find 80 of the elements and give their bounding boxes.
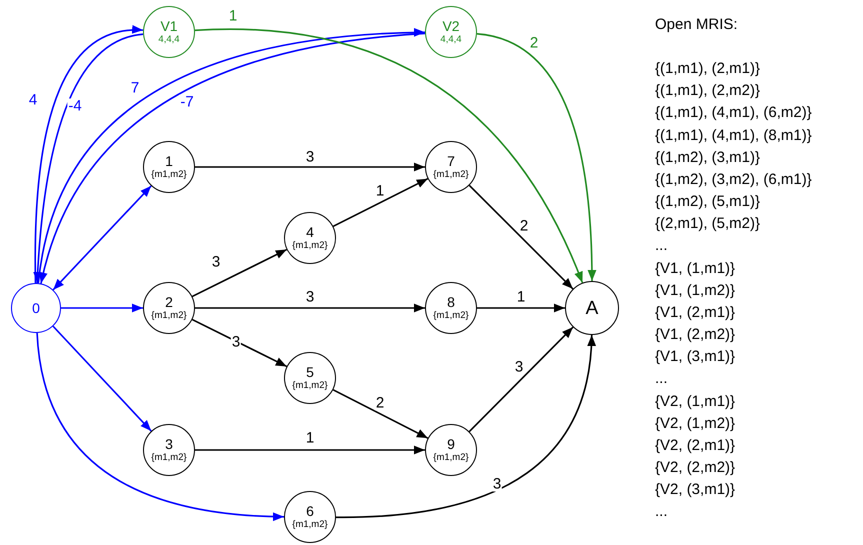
node-label: 5 — [306, 365, 314, 380]
node-sublabel: 4,4,4 — [440, 34, 462, 45]
arrow — [195, 162, 425, 172]
edge-label: 4 — [28, 92, 38, 108]
node-sublabel: {m1,m2} — [151, 169, 187, 180]
edge-label: 3 — [304, 150, 316, 164]
arrow — [36, 332, 284, 521]
edge-label: 1 — [228, 8, 238, 24]
list-item: ... — [655, 502, 669, 522]
edge-label: 3 — [492, 476, 502, 492]
node-sublabel: {m1,m2} — [433, 310, 469, 321]
node-label: V2 — [442, 19, 460, 34]
arrow — [476, 33, 596, 282]
panel-heading: Open MRIS: — [655, 15, 739, 35]
list-item: {(1,m1), (2,m2)} — [655, 81, 762, 102]
list-item: ... — [655, 369, 669, 390]
node-label: 1 — [165, 154, 173, 169]
node-label: A — [586, 298, 598, 318]
list-item: {V1, (1,m1)} — [655, 258, 736, 279]
node-sublabel: {m1,m2} — [151, 452, 187, 463]
arrow — [468, 184, 574, 290]
arrow — [477, 304, 565, 312]
edge-label: 2 — [374, 396, 386, 410]
list-item: {(1,m2), (5,m1)} — [655, 192, 762, 212]
arrow — [336, 334, 596, 518]
edge-label: 1 — [374, 184, 386, 198]
list-item: {V1, (3,m1)} — [655, 347, 736, 368]
edge-label: 2 — [518, 218, 530, 234]
list-item: ... — [655, 236, 669, 256]
edge-label: 3 — [304, 290, 316, 304]
arrow — [52, 185, 152, 290]
list-item: {V2, (1,m1)} — [655, 392, 736, 412]
list-item: {V1, (2,m1)} — [655, 302, 736, 323]
list-item: {(1,m1), (4,m1), (6,m2)} — [655, 103, 812, 124]
node-sublabel: {m1,m2} — [151, 310, 187, 321]
list-item: {V1, (1,m2)} — [655, 280, 736, 301]
list-item: {V2, (3,m1)} — [655, 480, 736, 500]
edge-label: 7 — [130, 80, 140, 96]
edge-label: 1 — [516, 290, 526, 304]
edge-label: 3 — [230, 334, 242, 350]
node-label: 9 — [447, 437, 455, 452]
list-item: {(2,m1), (5,m2)} — [655, 214, 762, 234]
arrow — [192, 248, 288, 298]
arrow — [192, 318, 288, 368]
edge-label: 2 — [528, 36, 540, 50]
arrow — [61, 304, 143, 312]
list-item: {(1,m2), (3,m1)} — [655, 148, 762, 168]
list-item: {(1,m1), (4,m1), (8,m1)} — [655, 126, 812, 146]
edge-label: -4 — [67, 98, 83, 114]
arrow — [52, 326, 152, 432]
node-label: 6 — [306, 504, 314, 519]
arrow — [195, 446, 425, 454]
node-sublabel: {m1,m2} — [433, 169, 469, 180]
node-sublabel: 4,4,4 — [158, 34, 180, 45]
arrow — [332, 178, 428, 228]
arrow — [195, 304, 425, 312]
list-item: {(1,m2), (3,m2), (6,m1)} — [655, 170, 812, 190]
arrow — [194, 28, 584, 284]
list-item: {V2, (2,m2)} — [655, 458, 736, 478]
node-label: 2 — [165, 295, 173, 310]
node-label: 0 — [32, 300, 40, 316]
node-sublabel: {m1,m2} — [433, 452, 469, 463]
arrow — [332, 389, 428, 439]
node-label: 4 — [306, 225, 314, 240]
edge-label: 3 — [514, 360, 524, 374]
list-item: {V2, (2,m1)} — [655, 436, 736, 456]
node-label: 3 — [165, 437, 173, 452]
edge-label: -7 — [179, 94, 195, 110]
node-label: 7 — [447, 154, 455, 169]
node-sublabel: {m1,m2} — [292, 380, 328, 391]
node-label: V1 — [160, 19, 178, 34]
list-item: {V2, (1,m2)} — [655, 414, 736, 434]
list-item: {V1, (2,m2)} — [655, 325, 736, 346]
node-sublabel: {m1,m2} — [292, 519, 328, 530]
arrow — [468, 326, 574, 432]
node-label: 8 — [447, 295, 455, 310]
node-sublabel: {m1,m2} — [292, 240, 328, 251]
edge-label: 1 — [304, 430, 316, 446]
edge-label: 3 — [210, 254, 222, 270]
list-item: {(1,m1), (2,m1)} — [655, 59, 762, 80]
